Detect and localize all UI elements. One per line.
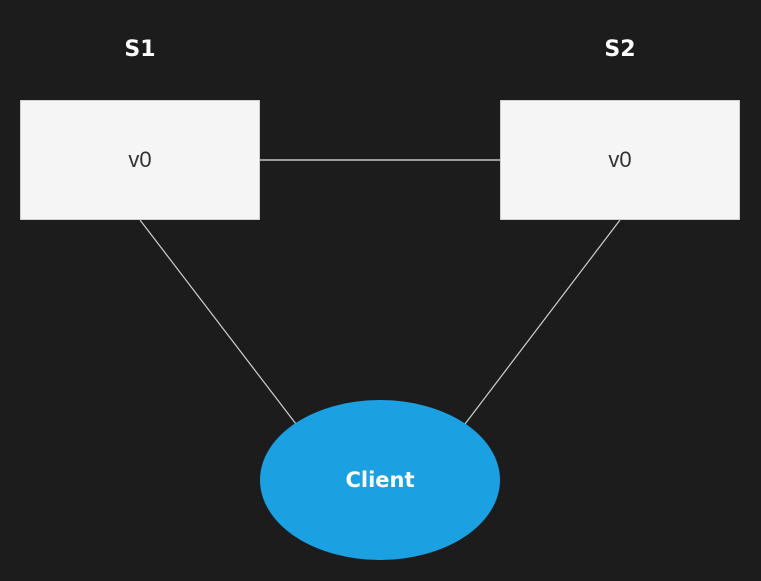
server-s2-box: v0 [500,100,740,220]
server-s1-box: v0 [20,100,260,220]
server-s2-version: v0 [608,147,632,172]
client-node: Client [260,400,500,560]
server-s1-title: S1 [124,37,156,62]
connector-s2-client [464,219,621,425]
server-s2-title: S2 [604,37,636,62]
connector-s1-client [139,219,297,425]
client-label: Client [345,468,415,492]
server-s1-version: v0 [128,147,152,172]
